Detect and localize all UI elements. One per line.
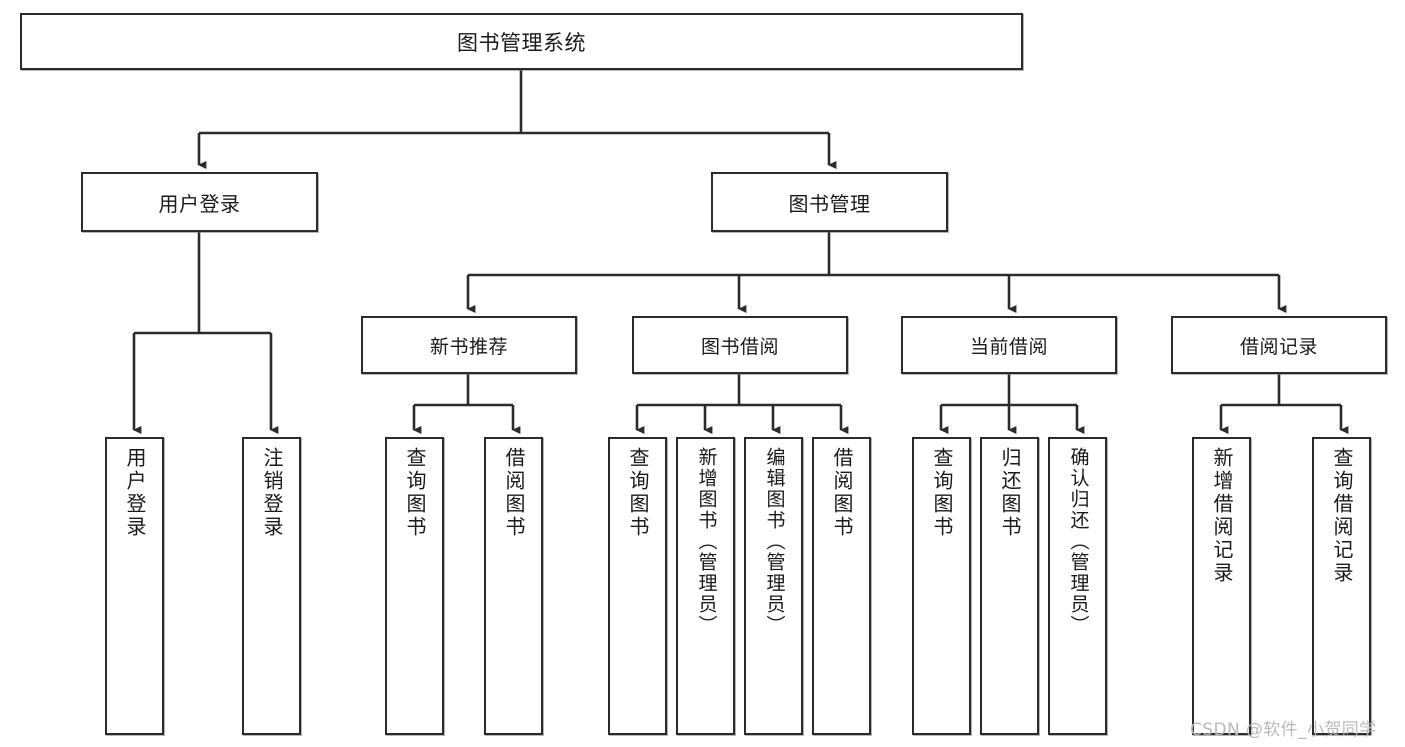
csdn-watermark: CSDN @软件_小贺同学 <box>1190 720 1377 740</box>
node-label: 用户登录 <box>123 447 147 539</box>
node-user-login[interactable]: 用户登录 <box>81 172 318 232</box>
node-label: 注销登录 <box>260 447 284 539</box>
node-book-manage[interactable]: 图书管理 <box>711 172 948 232</box>
node-leaf-confirm-return[interactable]: 确认归还（管理员） <box>1048 437 1107 735</box>
node-leaf-query-book-recommend[interactable]: 查询图书 <box>385 437 444 735</box>
node-label: 图书管理 <box>788 191 871 216</box>
node-leaf-query-book-borrow[interactable]: 查询图书 <box>608 437 667 735</box>
node-leaf-add-borrow-record[interactable]: 新增借阅记录 <box>1192 437 1251 735</box>
node-label: 借阅记录 <box>1239 335 1318 358</box>
node-leaf-borrow-book[interactable]: 借阅图书 <box>812 437 871 735</box>
node-leaf-add-book[interactable]: 新增图书（管理员） <box>676 437 735 735</box>
node-label: 查询图书 <box>626 447 650 539</box>
node-label: 确认归还（管理员） <box>1067 447 1090 636</box>
node-leaf-user-login[interactable]: 用户登录 <box>105 437 164 735</box>
node-label: 编辑图书（管理员） <box>763 447 786 636</box>
node-book-borrow[interactable]: 图书借阅 <box>632 316 848 374</box>
node-leaf-edit-book[interactable]: 编辑图书（管理员） <box>744 437 803 735</box>
node-leaf-borrow-book-recommend[interactable]: 借阅图书 <box>484 437 543 735</box>
node-label: 新书推荐 <box>429 335 508 358</box>
node-label: 图书管理系统 <box>457 30 586 55</box>
node-label: 新增图书（管理员） <box>695 447 718 636</box>
node-label: 查询图书 <box>403 447 427 539</box>
node-label: 归还图书 <box>998 447 1022 539</box>
node-label: 借阅图书 <box>502 447 526 539</box>
node-current-borrow[interactable]: 当前借阅 <box>901 316 1117 374</box>
node-leaf-query-book-current[interactable]: 查询图书 <box>912 437 971 735</box>
node-book-management-system[interactable]: 图书管理系统 <box>20 13 1023 70</box>
node-leaf-return-book[interactable]: 归还图书 <box>980 437 1039 735</box>
node-new-book-recommend[interactable]: 新书推荐 <box>361 316 577 374</box>
node-borrow-record[interactable]: 借阅记录 <box>1171 316 1387 374</box>
node-label: 图书借阅 <box>700 335 779 358</box>
node-leaf-query-borrow-record[interactable]: 查询借阅记录 <box>1312 437 1371 735</box>
node-label: 查询借阅记录 <box>1330 447 1354 585</box>
node-label: 用户登录 <box>158 191 241 216</box>
node-label: 新增借阅记录 <box>1210 447 1234 585</box>
node-label: 借阅图书 <box>830 447 854 539</box>
node-leaf-logout-login[interactable]: 注销登录 <box>242 437 301 735</box>
node-label: 当前借阅 <box>969 335 1048 358</box>
node-label: 查询图书 <box>930 447 954 539</box>
